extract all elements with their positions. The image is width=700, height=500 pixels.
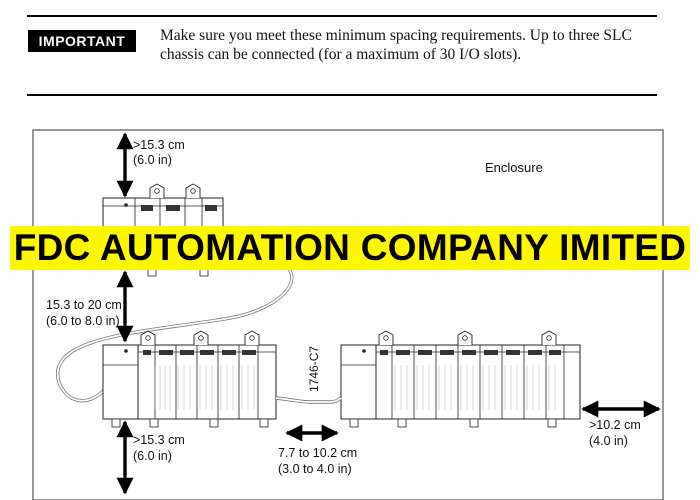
- enclosure-outline: [32, 129, 664, 500]
- cable-part-label: 1746-C7: [307, 346, 321, 392]
- important-note: IMPORTANT Make sure you meet these minim…: [27, 0, 657, 96]
- enclosure-label: Enclosure: [485, 160, 543, 175]
- top-clearance-imperial: (6.0 in): [133, 153, 172, 167]
- bottom-clearance-metric: >15.3 cm: [133, 433, 185, 447]
- important-badge: IMPORTANT: [28, 30, 136, 52]
- watermark-text: FDC AUTOMATION COMPANY IMITED: [9, 226, 691, 270]
- vertical-spacing-imperial: (6.0 to 8.0 in): [46, 314, 120, 328]
- note-top-rule: [27, 15, 657, 17]
- vertical-spacing-metric: 15.3 to 20 cm: [46, 298, 122, 312]
- note-bottom-rule: [27, 94, 657, 96]
- watermark-banner: FDC AUTOMATION COMPANY IMITED: [0, 226, 700, 270]
- horizontal-spacing-metric: 7.7 to 10.2 cm: [278, 446, 357, 460]
- bottom-left-chassis: [102, 330, 277, 428]
- bottom-clearance-imperial: (6.0 in): [133, 449, 172, 463]
- bottom-right-chassis: [340, 330, 581, 428]
- top-clearance-metric: >15.3 cm: [133, 138, 185, 152]
- horizontal-spacing-imperial: (3.0 to 4.0 in): [278, 462, 352, 476]
- right-clearance-imperial: (4.0 in): [589, 434, 628, 448]
- right-clearance-metric: >10.2 cm: [589, 418, 641, 432]
- important-note-text: Make sure you meet these minimum spacing…: [160, 27, 632, 63]
